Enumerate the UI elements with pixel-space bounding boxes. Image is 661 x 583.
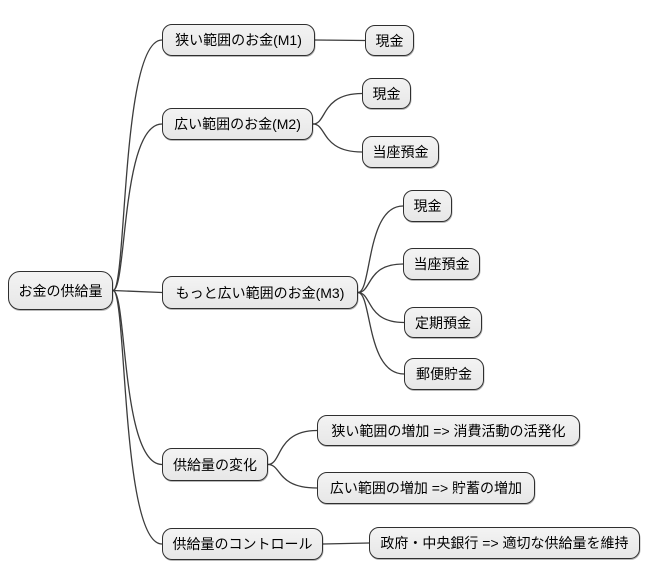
node-m2-checking: 当座預金 xyxy=(362,136,439,168)
node-m2: 広い範囲のお金(M2) xyxy=(162,108,313,140)
node-m3-time-deposit: 定期預金 xyxy=(404,307,482,338)
node-root: お金の供給量 xyxy=(8,271,113,310)
node-m3-checking: 当座預金 xyxy=(403,248,480,280)
node-m3-cash: 現金 xyxy=(403,190,452,222)
edge-supply-change-wide-increase xyxy=(267,463,318,489)
edge-supply-control-gov-central-bank xyxy=(322,542,370,545)
edge-m2-m2-checking xyxy=(312,123,363,153)
node-m3-postal-savings: 郵便貯金 xyxy=(404,358,484,390)
node-wide-increase: 広い範囲の増加 => 貯蓄の増加 xyxy=(317,472,535,504)
edge-m3-m3-postal-savings xyxy=(357,291,405,375)
node-supply-control: 供給量のコントロール xyxy=(162,528,323,560)
edge-root-supply-change xyxy=(112,289,163,466)
node-gov-central-bank: 政府・中央銀行 => 適切な供給量を維持 xyxy=(369,527,640,559)
node-m2-cash: 現金 xyxy=(362,78,411,109)
edge-root-m1 xyxy=(112,39,163,292)
edge-root-m3 xyxy=(112,289,163,294)
edge-m2-m2-cash xyxy=(312,92,363,125)
edge-m1-m1-cash xyxy=(314,39,366,42)
edge-m3-m3-time-deposit xyxy=(357,291,405,324)
node-m1-cash: 現金 xyxy=(365,25,414,56)
node-m3: もっと広い範囲のお金(M3) xyxy=(162,276,358,309)
edge-m3-m3-checking xyxy=(357,263,404,294)
node-supply-change: 供給量の変化 xyxy=(162,448,268,481)
edge-m3-m3-cash xyxy=(357,205,404,294)
edge-root-supply-control xyxy=(112,289,163,545)
edge-root-m2 xyxy=(112,123,163,292)
edge-supply-change-narrow-increase xyxy=(267,429,318,466)
node-narrow-increase: 狭い範囲の増加 => 消費活動の活発化 xyxy=(317,415,580,446)
node-m1: 狭い範囲のお金(M1) xyxy=(162,24,315,56)
